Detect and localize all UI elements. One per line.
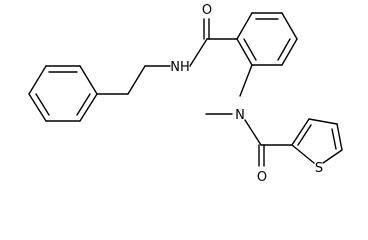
bond-th-2: [308, 118, 338, 125]
bond-ring-6: [236, 38, 253, 66]
bond-ph-1: [79, 65, 98, 95]
bond-ring-inner-2: [277, 38, 291, 61]
atom-label-s1: S: [315, 161, 323, 176]
bond-th-5: [291, 144, 315, 164]
bond-ring-1: [236, 12, 253, 40]
atom-o2: O: [257, 170, 267, 185]
chemical-structure-diagram: O NH N O S: [28, 3, 343, 185]
bond-ring-4: [281, 38, 298, 66]
bond-ph-4: [28, 93, 47, 122]
bond-th-3: [336, 123, 343, 151]
bond-ph-3: [28, 65, 47, 95]
bond-th-3-inner: [331, 128, 337, 150]
bond-ph-inner-3: [76, 93, 91, 116]
bond-ph-inner-2: [35, 93, 50, 116]
bond-ring-n: [239, 64, 253, 97]
atom-label-nh: NH: [170, 60, 190, 75]
bond-th-1: [291, 118, 310, 146]
bond-ch2-ch2: [127, 65, 146, 95]
atom-label-o1: O: [202, 3, 212, 18]
atom-label-o2: O: [257, 170, 267, 185]
atom-n2: N: [235, 108, 245, 123]
atom-nh: NH: [170, 60, 190, 75]
bond-ring-inner-3: [243, 38, 257, 61]
atom-label-n2: N: [235, 108, 245, 123]
bond-th-4: [322, 149, 343, 164]
bond-n-c2: [244, 119, 262, 146]
bond-th-1-inner: [297, 124, 312, 146]
atom-s1: S: [315, 161, 323, 176]
bond-ph-6: [79, 93, 98, 122]
atom-o1: O: [202, 3, 212, 18]
bond-ring-3: [281, 12, 298, 40]
bond-c-nh: [189, 38, 208, 67]
